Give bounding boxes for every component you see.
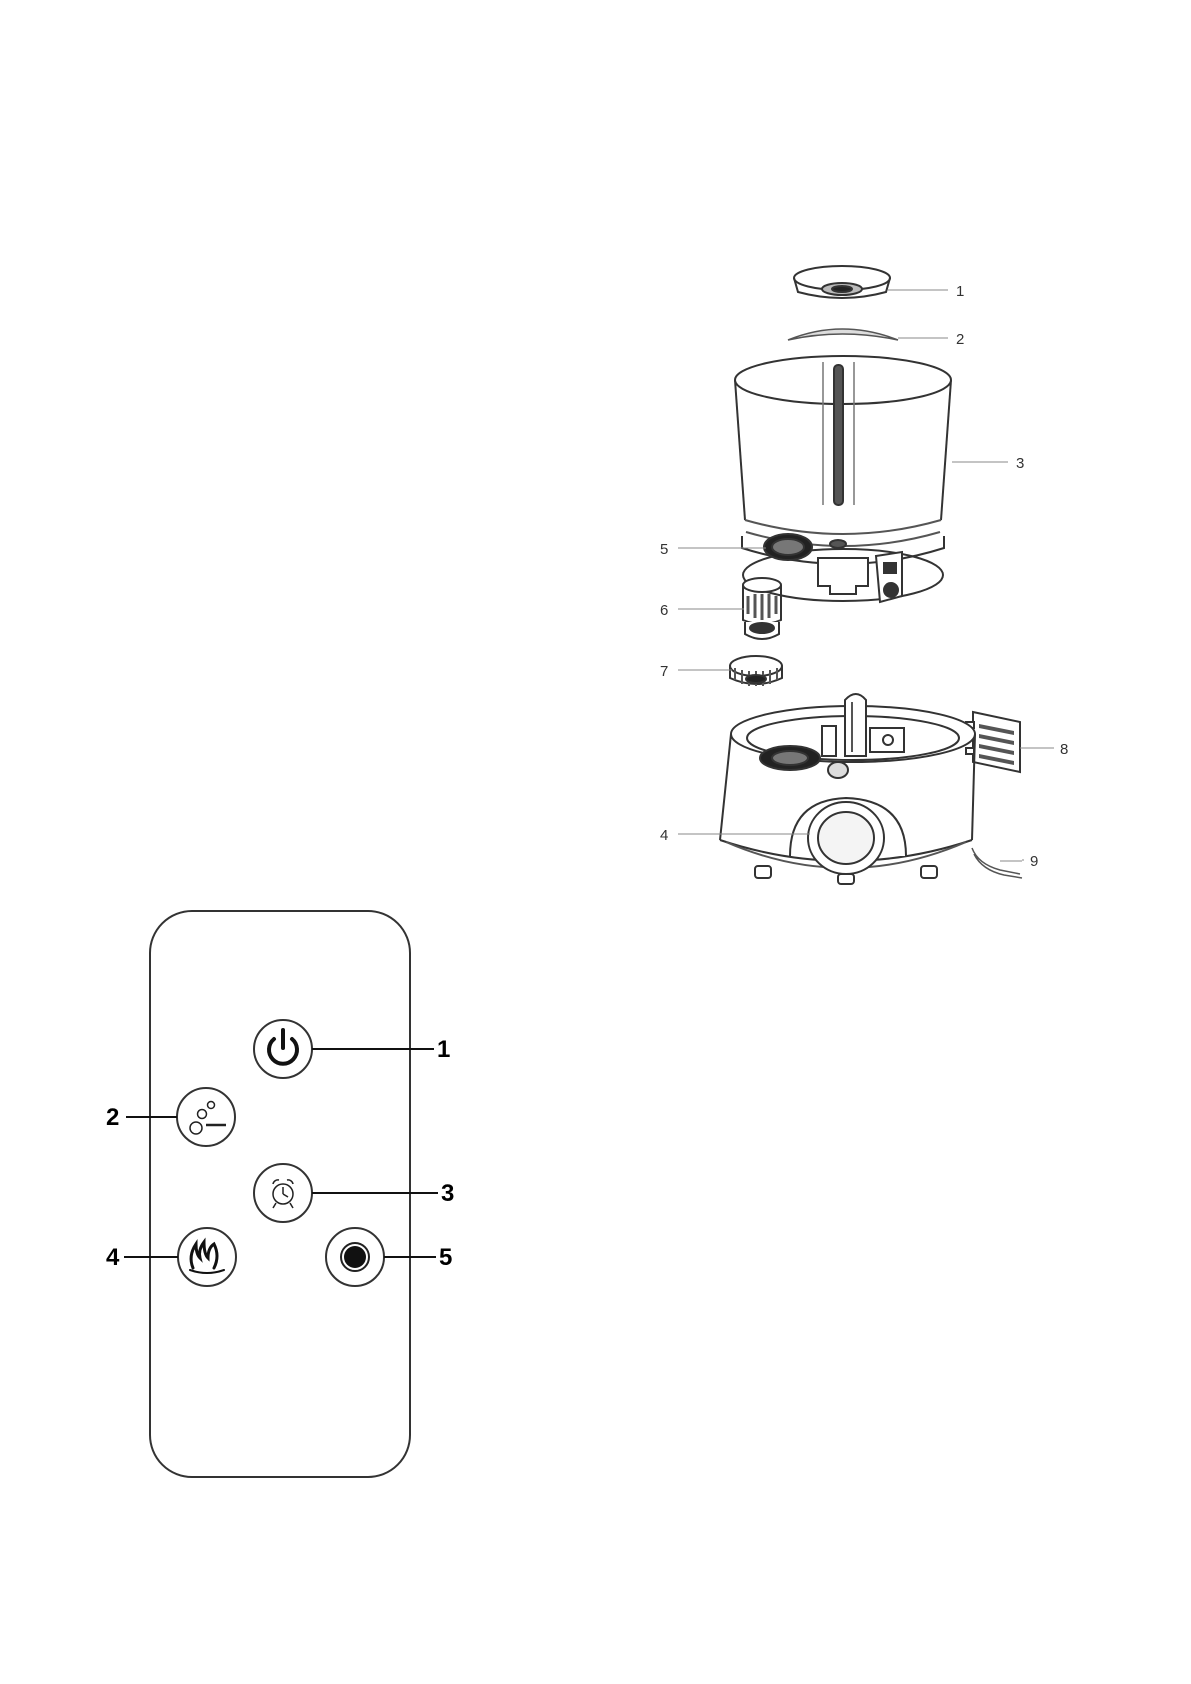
callout-label: 7 (660, 663, 668, 680)
callout-label: 2 (956, 331, 964, 348)
power-cord (972, 848, 1022, 878)
remote-callout-label: 4 (106, 1244, 120, 1271)
remote-callout-label: 5 (439, 1244, 452, 1271)
humidifier-exploded-view: 1 2 3 5 6 7 8 4 9 (660, 266, 1068, 884)
callout-label: 9 (1030, 853, 1038, 870)
cover-seal (788, 329, 898, 340)
base-unit (720, 694, 975, 884)
tank-cap (730, 656, 782, 686)
power-button[interactable] (254, 1020, 312, 1078)
dot-circle-icon (341, 1243, 369, 1271)
remote-callout-label: 1 (437, 1036, 450, 1063)
callout-label: 3 (1016, 455, 1024, 472)
filter-cartridge (743, 578, 781, 639)
callout-label: 6 (660, 602, 668, 619)
top-cover (794, 266, 890, 298)
remote-callout-label: 2 (106, 1104, 119, 1131)
callout-label: 8 (1060, 741, 1068, 758)
callout-label: 5 (660, 541, 668, 558)
callout-label: 1 (956, 283, 964, 300)
remote-control: 1 2 3 (106, 911, 454, 1477)
mode-button[interactable] (326, 1228, 384, 1286)
mist-level-button[interactable] (177, 1088, 235, 1146)
warm-mist-button[interactable] (178, 1228, 236, 1286)
tank-cap-opening (764, 534, 812, 560)
timer-button[interactable] (254, 1164, 312, 1222)
remote-callout-label: 3 (441, 1180, 454, 1207)
callout-label: 4 (660, 827, 668, 844)
